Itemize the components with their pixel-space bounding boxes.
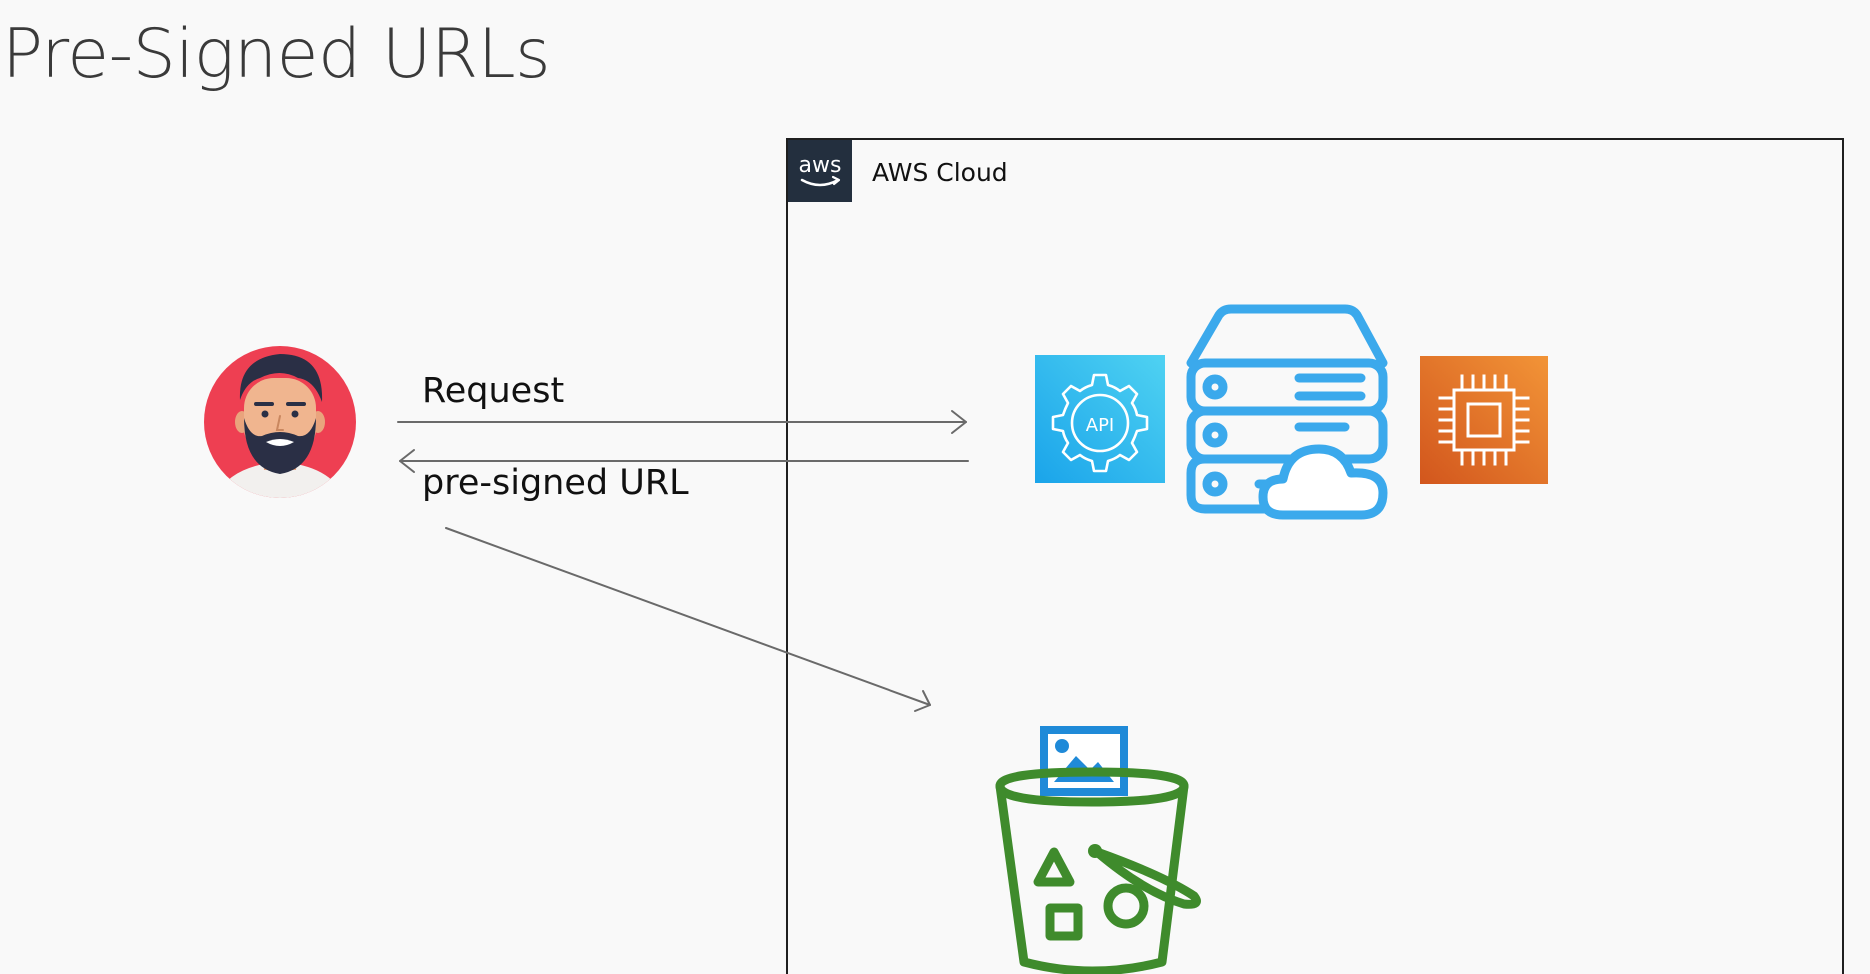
aws-cloud-group: aws AWS Cloud — [786, 138, 1844, 974]
s3-bucket-icon — [994, 724, 1204, 974]
cloud-server-icon — [1183, 303, 1403, 523]
edge-label-line-1: Request — [422, 371, 565, 411]
edge-label-request: Request pre-signed URL — [422, 322, 689, 552]
compute-chip-icon — [1420, 356, 1548, 484]
edge-server-to-user — [399, 449, 969, 473]
image-icon — [1040, 726, 1128, 796]
api-gateway-icon: API — [1035, 355, 1165, 483]
user-avatar-icon — [202, 338, 358, 498]
aws-logo-icon: aws — [788, 140, 852, 202]
edge-user-to-server — [397, 410, 967, 434]
edge-user-to-bucket — [445, 527, 931, 712]
slide-title: Pre-Signed URLs — [2, 15, 551, 94]
edge-label-line-2: pre-signed URL — [422, 463, 689, 503]
api-label: API — [1086, 415, 1114, 436]
aws-cloud-label: AWS Cloud — [872, 158, 1008, 187]
aws-logo-text: aws — [799, 153, 842, 178]
